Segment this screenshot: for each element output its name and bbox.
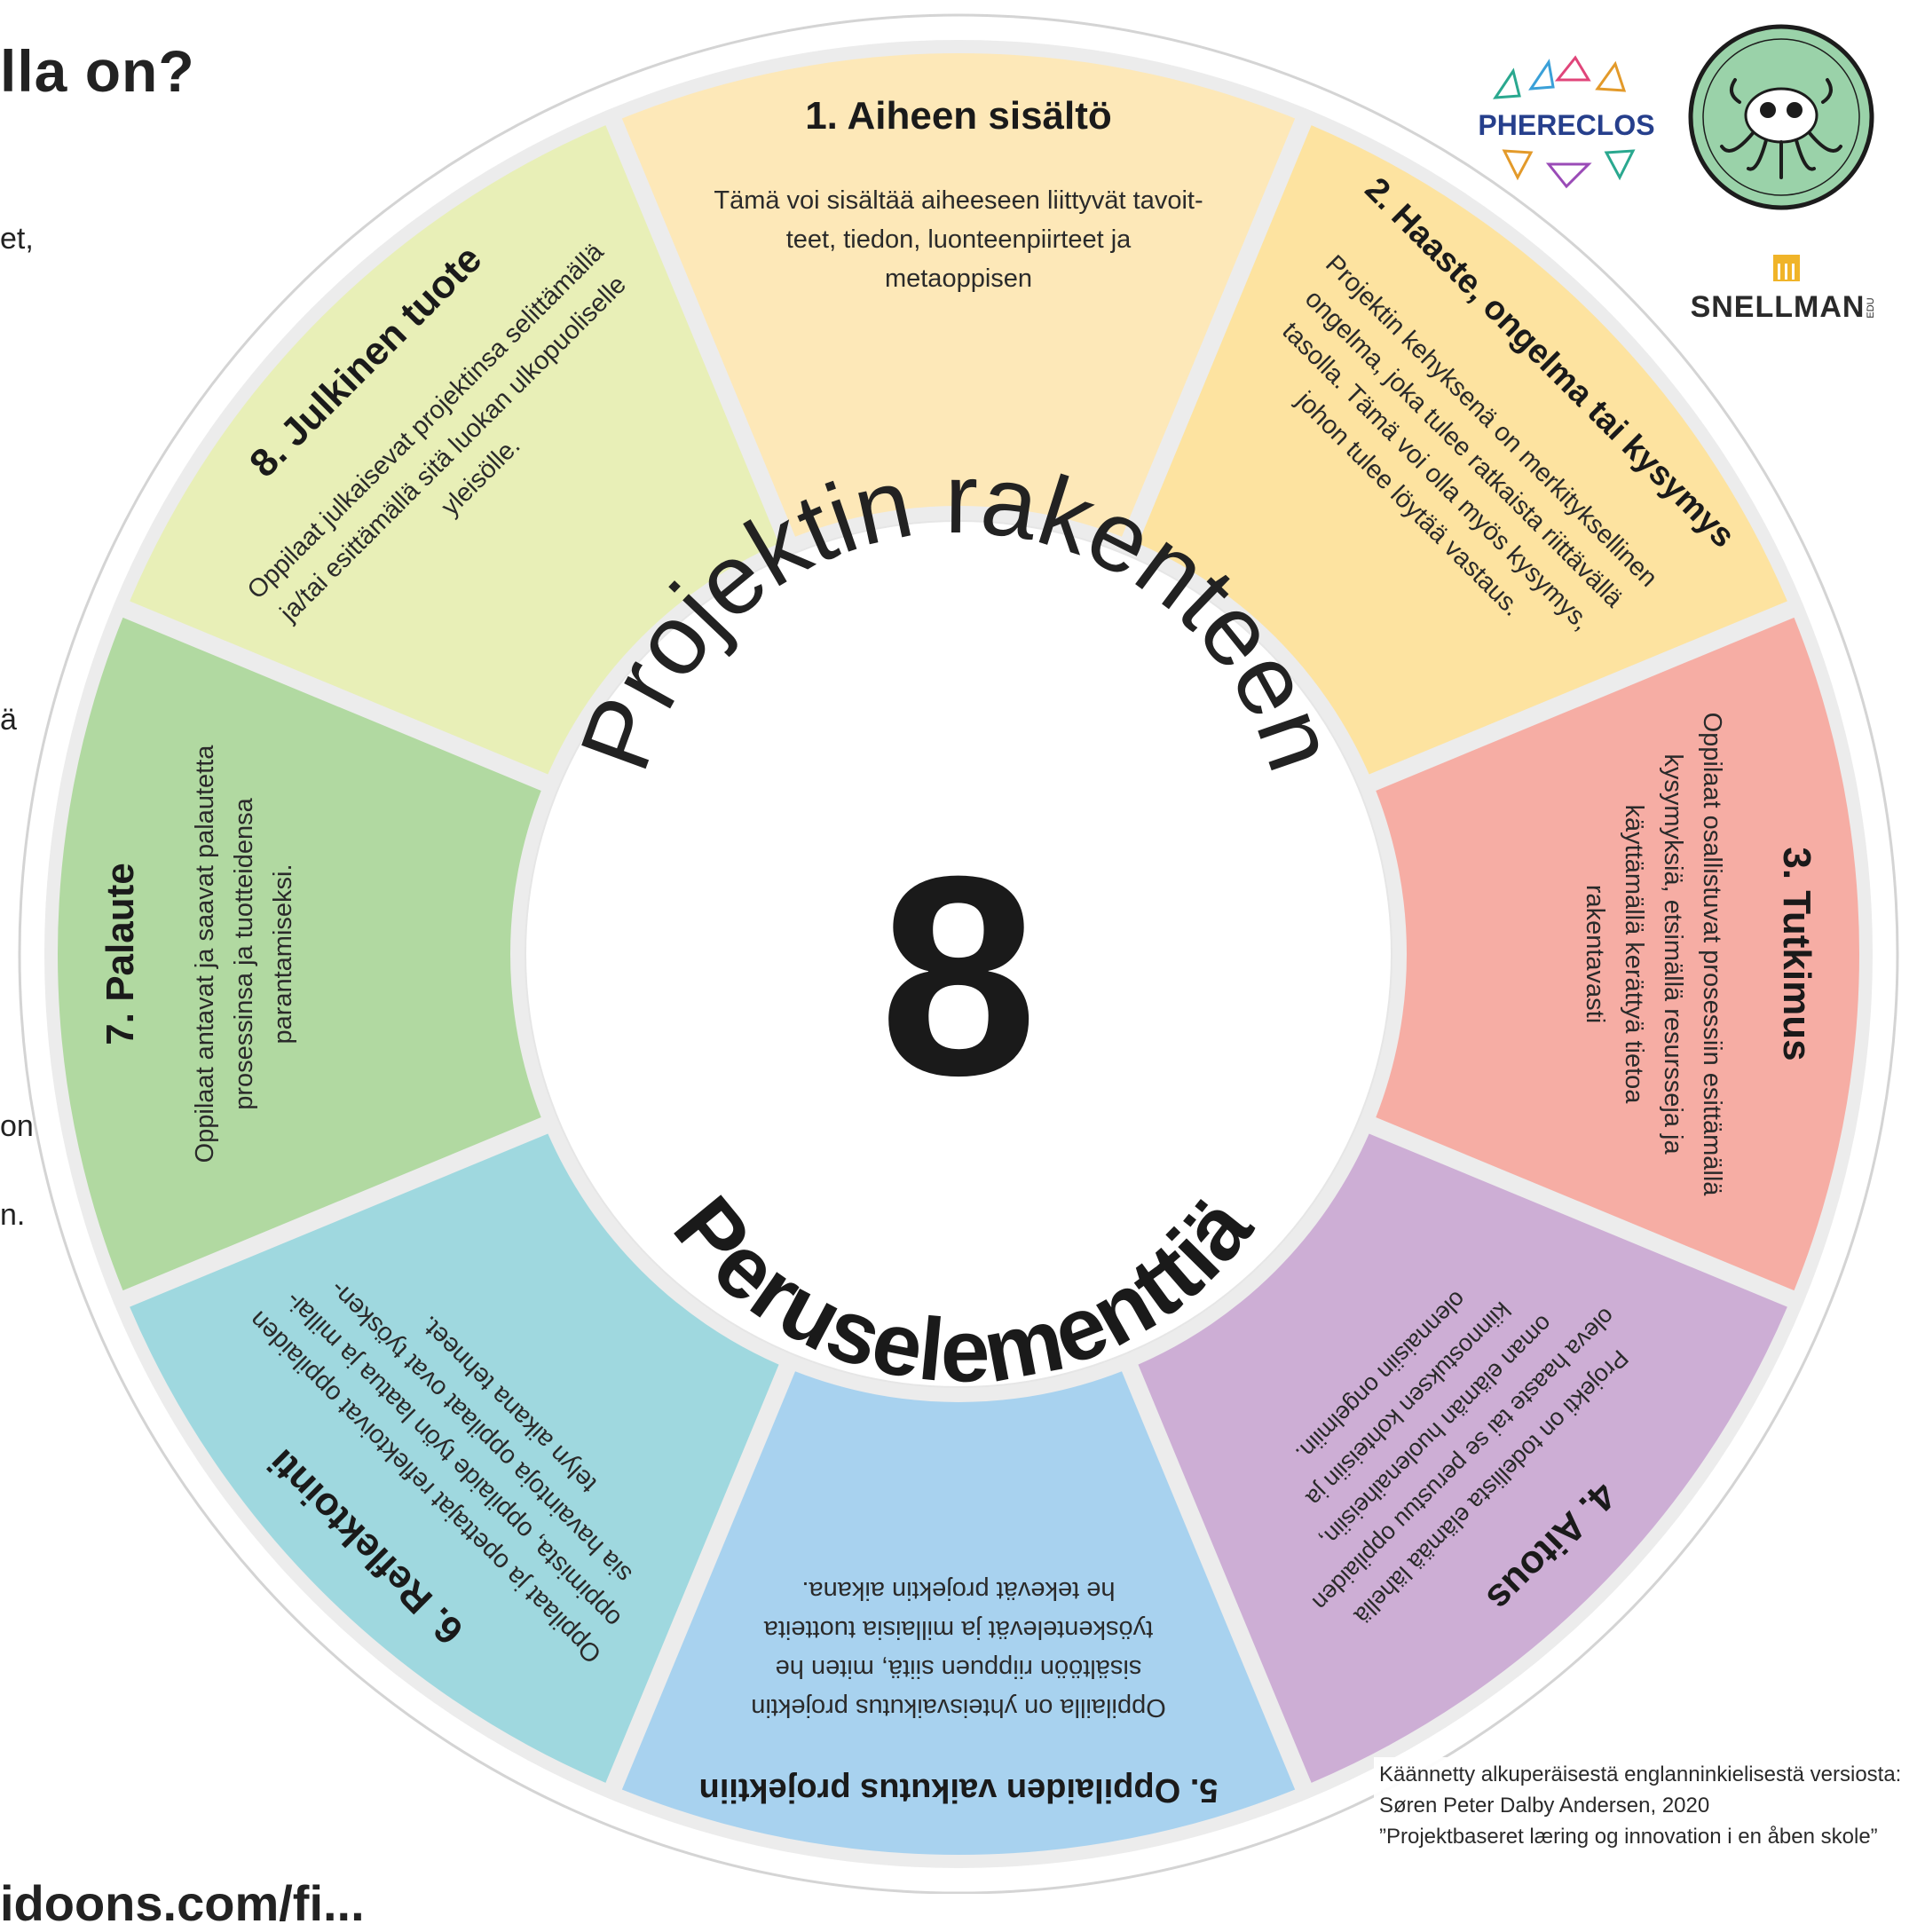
building-column	[1778, 264, 1780, 280]
cropped-text-fragment: et,	[0, 222, 34, 256]
snellman-edu-logo: SNELLMAN EDU	[1691, 255, 1876, 324]
credit-line: Søren Peter Dalby Andersen, 2020	[1379, 1794, 1710, 1818]
klimasirkus-seal-logo	[1688, 24, 1874, 210]
translation-credit: Käännetty alkuperäisestä englanninkielis…	[1374, 1757, 1907, 1854]
segment-title: 7. Palaute	[99, 863, 142, 1045]
snellman-wordmark: SNELLMAN	[1691, 290, 1865, 324]
segment-body-line: he tekevät projektin aikana.	[801, 1576, 1115, 1605]
center-big-number: 8	[880, 816, 1037, 1134]
wheel-segment	[1138, 1133, 1787, 1783]
paper-boat-icon	[1595, 60, 1627, 92]
credit-line: ”Projektbaseret læring og innovation i e…	[1379, 1825, 1878, 1849]
paper-boat-icon	[1604, 149, 1636, 181]
segment-body-line: teet, tiedon, luonteenpiirteet ja	[786, 225, 1132, 254]
segment-title: 3. Tutkimus	[1775, 847, 1818, 1061]
segment-body-line: kysymyksiä, etsimällä resursseja ja	[1659, 753, 1687, 1155]
octopus-eye-icon	[1787, 102, 1803, 118]
paper-boat-icon	[1528, 59, 1555, 91]
seal-inner-ring	[1702, 38, 1860, 196]
snellman-edu-text: EDU	[1866, 297, 1876, 318]
credit-line: Käännetty alkuperäisestä englanninkielis…	[1379, 1762, 1902, 1786]
wheel-center-disc	[525, 520, 1392, 1388]
octopus-eye-icon	[1760, 102, 1776, 118]
phereclos-wordmark: PHERECLOS	[1478, 109, 1654, 141]
cropped-text-fragment: n.	[0, 1198, 26, 1232]
segment-body-line: Oppilaat osallistuvat prosessiin esittäm…	[1698, 713, 1726, 1197]
segment-body-line: työskentelevät ja millaisia tuotteita	[763, 1615, 1153, 1644]
cropped-heading: lla on?	[0, 38, 195, 104]
wheel-segment	[1138, 125, 1787, 775]
paper-boat-icon	[1554, 55, 1591, 82]
paper-boat-icon	[1545, 162, 1592, 189]
segment-body-line: Oppilailla on yhteisvaikutus projektin	[751, 1693, 1165, 1722]
wheel-segment	[57, 617, 541, 1291]
segment-body-line: käyttämällä kerättyä tietoa	[1620, 805, 1648, 1105]
segment-body-line: metaoppisen	[885, 264, 1032, 293]
segment-title: 1. Aiheen sisältö	[805, 94, 1112, 138]
segment-body-line: parantamiseksi.	[269, 863, 297, 1044]
segment-body-line: Oppilaat antavat ja saavat palautetta	[191, 745, 219, 1163]
wheel-segment	[1376, 617, 1859, 1291]
building-column	[1785, 264, 1787, 280]
paper-boat-icon	[1493, 67, 1521, 99]
segment-body-line: Tämä voi sisältää aiheeseen liittyvät ta…	[714, 186, 1203, 215]
building-column	[1792, 264, 1795, 280]
octopus-head-icon	[1744, 87, 1818, 144]
octopus-tentacles-icon	[1720, 131, 1842, 179]
segment-body-line: sisältöön riippuen siitä, miten he	[776, 1654, 1142, 1683]
paper-boat-icon	[1502, 149, 1534, 181]
wheel-segment	[130, 125, 779, 775]
wheel-segment	[621, 52, 1296, 537]
segment-text-group: 3. Tutkimus Oppilaat osallistuvat prosess…	[1581, 713, 1818, 1197]
octopus-arms-icon	[1730, 78, 1833, 104]
segment-text-group: 7. Palaute Oppilaat antavat ja saavat pal…	[99, 745, 297, 1163]
segment-body-line: rakentavasti	[1581, 885, 1609, 1023]
segment-text-group: 5. Oppilaiden vaikutus projektiin Oppilai…	[699, 1576, 1219, 1809]
wheel-segment	[621, 1371, 1296, 1856]
cropped-text-fragment: on	[0, 1109, 34, 1143]
wheel-segment	[130, 1133, 779, 1783]
segment-body-line: prosessinsa ja tuotteidensa	[230, 797, 258, 1109]
phereclos-logo: PHERECLOS	[1478, 55, 1655, 189]
cropped-text-fragment: ä	[0, 703, 17, 737]
segment-title: 5. Oppilaiden vaikutus projektiin	[699, 1771, 1219, 1809]
